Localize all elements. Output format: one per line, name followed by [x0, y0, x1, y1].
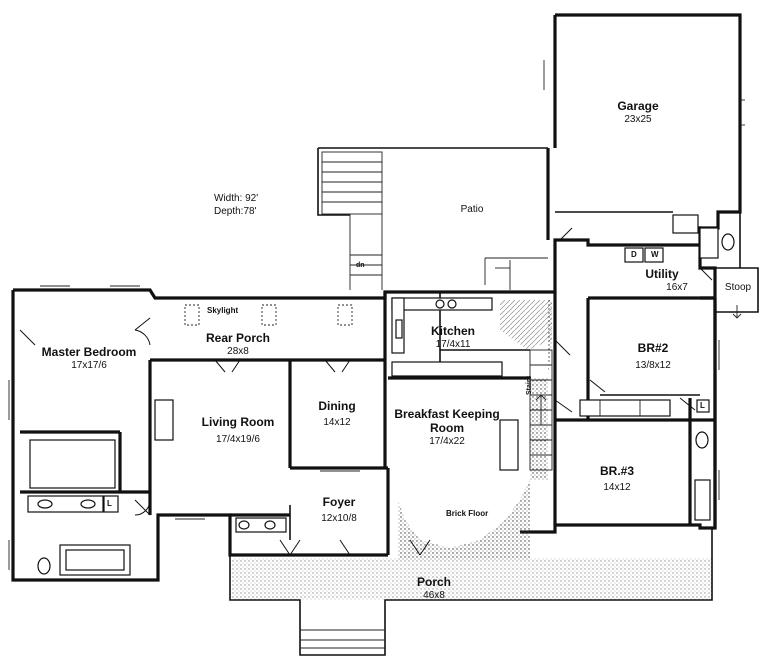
room-living-room: Living Room 17/4x19/6 — [201, 415, 275, 445]
room-master-bedroom: Master Bedroom 17x17/6 — [41, 345, 137, 371]
room-name: Master Bedroom — [41, 345, 137, 359]
plan-width: Width: 92' — [214, 193, 259, 204]
room-name: Breakfast Keeping Room — [394, 407, 500, 435]
room-dim: 12x10/8 — [321, 512, 357, 524]
room-dim: 46x8 — [423, 589, 445, 601]
interior-stairs — [529, 349, 553, 471]
room-name: Rear Porch — [205, 331, 271, 345]
plan-dimensions: Width: 92' Depth:78' — [214, 192, 258, 218]
room-breakfast: Breakfast Keeping Room 17/4x22 — [392, 407, 502, 447]
room-name: Patio — [460, 204, 484, 215]
room-garage: Garage 23x25 — [617, 99, 659, 125]
stoop — [715, 267, 759, 319]
room-name: Garage — [617, 99, 659, 113]
master-bath-fixtures — [27, 439, 131, 576]
washer-label: W — [651, 250, 659, 259]
room-dim: 14x12 — [323, 416, 351, 428]
stairs-label: Stairs — [526, 375, 533, 395]
room-name: Dining — [318, 399, 356, 413]
room-dim: 17x17/6 — [71, 359, 107, 371]
skylights — [184, 304, 353, 326]
dn-label: dn — [356, 262, 365, 269]
brick-floor-label: Brick Floor — [446, 509, 489, 518]
hall-bath-fixtures — [235, 517, 287, 533]
room-dining: Dining 14x12 — [318, 399, 356, 428]
room-dim: 23x25 — [624, 113, 652, 125]
room-br2: BR#2 13/8x12 — [635, 341, 671, 371]
room-dim: 17/4x11 — [435, 338, 471, 350]
room-dim: 28x8 — [227, 345, 249, 357]
room-utility: Utility 16x7 — [636, 267, 688, 293]
room-name: Foyer — [322, 495, 356, 509]
exterior-walls — [11, 212, 741, 582]
linen-br-label: L — [700, 401, 705, 410]
skylight-label: Skylight — [207, 306, 239, 315]
room-name: Stoop — [724, 282, 752, 293]
room-kitchen: Kitchen 17/4x11 — [430, 324, 476, 350]
room-patio: Patio — [461, 204, 484, 216]
plan-depth: Depth:78' — [214, 206, 257, 217]
brick-floor-pattern — [398, 300, 552, 560]
room-stoop: Stoop — [725, 282, 751, 294]
room-name: Kitchen — [430, 324, 476, 338]
room-name: Living Room — [201, 415, 275, 429]
utility-fixtures — [624, 214, 735, 263]
doors — [19, 227, 713, 556]
room-name: Utility — [645, 267, 679, 281]
room-dim: 13/8x12 — [635, 359, 671, 371]
room-foyer: Foyer 12x10/8 — [321, 495, 357, 524]
patio-area — [317, 147, 548, 290]
room-name: BR#2 — [637, 341, 669, 355]
room-name: BR.#3 — [599, 464, 635, 478]
dryer-label: D — [631, 250, 637, 259]
linen-master-label: L — [107, 499, 112, 508]
room-porch: Porch 46x8 — [416, 575, 452, 601]
room-br3: BR.#3 14x12 — [599, 464, 635, 493]
kitchen-counters — [391, 297, 503, 377]
interior-walls — [20, 292, 715, 555]
front-porch — [229, 528, 713, 656]
room-rear-porch: Rear Porch 28x8 — [205, 331, 271, 357]
secondary-bath-fixtures — [579, 399, 711, 521]
room-dim: 17/4x22 — [429, 435, 465, 447]
windows — [8, 60, 720, 570]
garage-walls — [546, 13, 745, 240]
room-dim: 14x12 — [603, 481, 631, 493]
room-dim: 17/4x19/6 — [216, 433, 260, 445]
room-dim: 16x7 — [666, 281, 688, 293]
room-name: Porch — [416, 575, 452, 589]
